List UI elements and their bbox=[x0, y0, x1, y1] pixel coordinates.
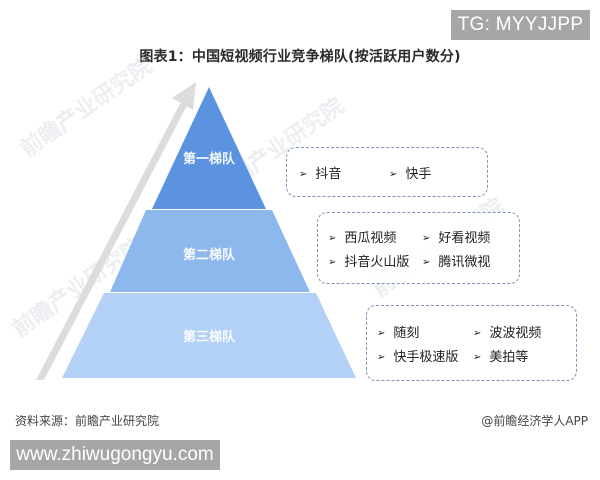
bullet-arrow-icon: ➢ bbox=[473, 328, 482, 339]
tier-1-label: 第一梯队 bbox=[182, 152, 235, 167]
source-note: 资料来源：前瞻产业研究院 bbox=[15, 414, 160, 428]
tier-3-companies-box: ➢随刻 ➢波波视频 ➢快手极速版 ➢美拍等 bbox=[366, 305, 577, 381]
company-item: ➢波波视频 bbox=[473, 326, 542, 341]
tier-2-companies-box: ➢西瓜视频 ➢好看视频 ➢抖音火山版 ➢腾讯微视 bbox=[317, 212, 520, 284]
bullet-arrow-icon: ➢ bbox=[328, 257, 337, 268]
company-item: ➢好看视频 bbox=[422, 231, 491, 246]
company-item: ➢抖音 bbox=[299, 167, 342, 182]
company-item: ➢美拍等 bbox=[473, 350, 529, 365]
rising-arrow-icon bbox=[36, 82, 196, 380]
pyramid-tier-2 bbox=[110, 210, 310, 292]
chart-title: 图表1：中国短视频行业竞争梯队(按活跃用户数分) bbox=[139, 49, 461, 65]
bullet-arrow-icon: ➢ bbox=[422, 257, 431, 268]
pyramid-tier-1 bbox=[152, 87, 266, 209]
company-item: ➢西瓜视频 bbox=[328, 231, 397, 246]
company-item: ➢随刻 bbox=[377, 326, 420, 341]
bullet-arrow-icon: ➢ bbox=[389, 169, 398, 180]
company-item: ➢抖音火山版 bbox=[328, 255, 410, 270]
tier-1-companies-box: ➢抖音 ➢快手 bbox=[286, 147, 488, 197]
bullet-arrow-icon: ➢ bbox=[299, 169, 308, 180]
company-item: ➢快手 bbox=[389, 167, 432, 182]
pyramid-tier-3 bbox=[62, 293, 356, 378]
bullet-arrow-icon: ➢ bbox=[422, 233, 431, 244]
tier-2-label: 第二梯队 bbox=[182, 248, 235, 263]
company-item: ➢腾讯微视 bbox=[422, 255, 491, 270]
tg-watermark-badge: TG: MYYJJPP bbox=[451, 10, 590, 40]
bullet-arrow-icon: ➢ bbox=[377, 328, 386, 339]
company-item: ➢快手极速版 bbox=[377, 350, 459, 365]
site-watermark-badge: www.zhiwugongyu.com bbox=[10, 440, 220, 470]
bullet-arrow-icon: ➢ bbox=[377, 352, 386, 363]
credit-note: @前瞻经济学人APP bbox=[481, 414, 588, 428]
bullet-arrow-icon: ➢ bbox=[328, 233, 337, 244]
tier-3-label: 第三梯队 bbox=[182, 330, 235, 345]
bullet-arrow-icon: ➢ bbox=[473, 352, 482, 363]
